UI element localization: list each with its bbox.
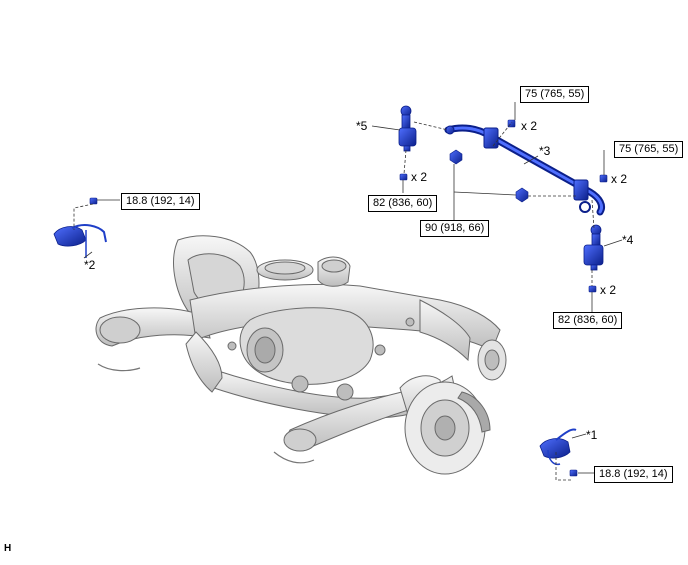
cable-left: [97, 363, 141, 372]
qty-upper-bracket: x 2: [521, 119, 538, 133]
cable-right: [273, 451, 315, 464]
callout-2: *2: [84, 258, 96, 272]
callout-3: *3: [539, 144, 551, 158]
height-sensor-rh: [539, 428, 577, 466]
callout-1: *1: [586, 428, 598, 442]
stabilizer-link-rh: [583, 224, 604, 271]
height-sensor-lh: [53, 224, 107, 258]
torque-box-right-bracket: 75 (765, 55): [614, 141, 684, 158]
torque-box-link-nut: 90 (918, 66): [420, 220, 490, 237]
torque-box-sensor-lh: 18.8 (192, 14): [121, 193, 200, 210]
corner-mark: H: [4, 543, 12, 554]
bolt-sensor-rh: [569, 469, 578, 477]
suspension-assembly: [95, 235, 507, 475]
nut-link-upper: [449, 149, 463, 165]
callout-5: *5: [356, 119, 368, 133]
bolt-bracket-right: [599, 174, 608, 183]
stabilizer-bar: [444, 124, 606, 216]
bolt-lh-bracket: [399, 173, 408, 181]
qty-right-bracket: x 2: [611, 172, 628, 186]
torque-box-upper-bracket: 75 (765, 55): [520, 86, 590, 103]
qty-link-lh-bolt: x 2: [411, 170, 428, 184]
bolt-sensor-lh: [89, 197, 98, 205]
bolt-rh-bracket: [588, 285, 597, 293]
torque-box-link-lh: 82 (836, 60): [368, 195, 438, 212]
leader-lines: [73, 102, 623, 481]
nut-link-right: [515, 187, 529, 203]
stabilizer-link-lh: [398, 105, 417, 152]
torque-box-link-rh: 82 (836, 60): [553, 312, 623, 329]
qty-link-rh-bolt: x 2: [600, 283, 617, 297]
torque-box-sensor-rh: 18.8 (192, 14): [594, 466, 673, 483]
callout-4: *4: [622, 233, 634, 247]
